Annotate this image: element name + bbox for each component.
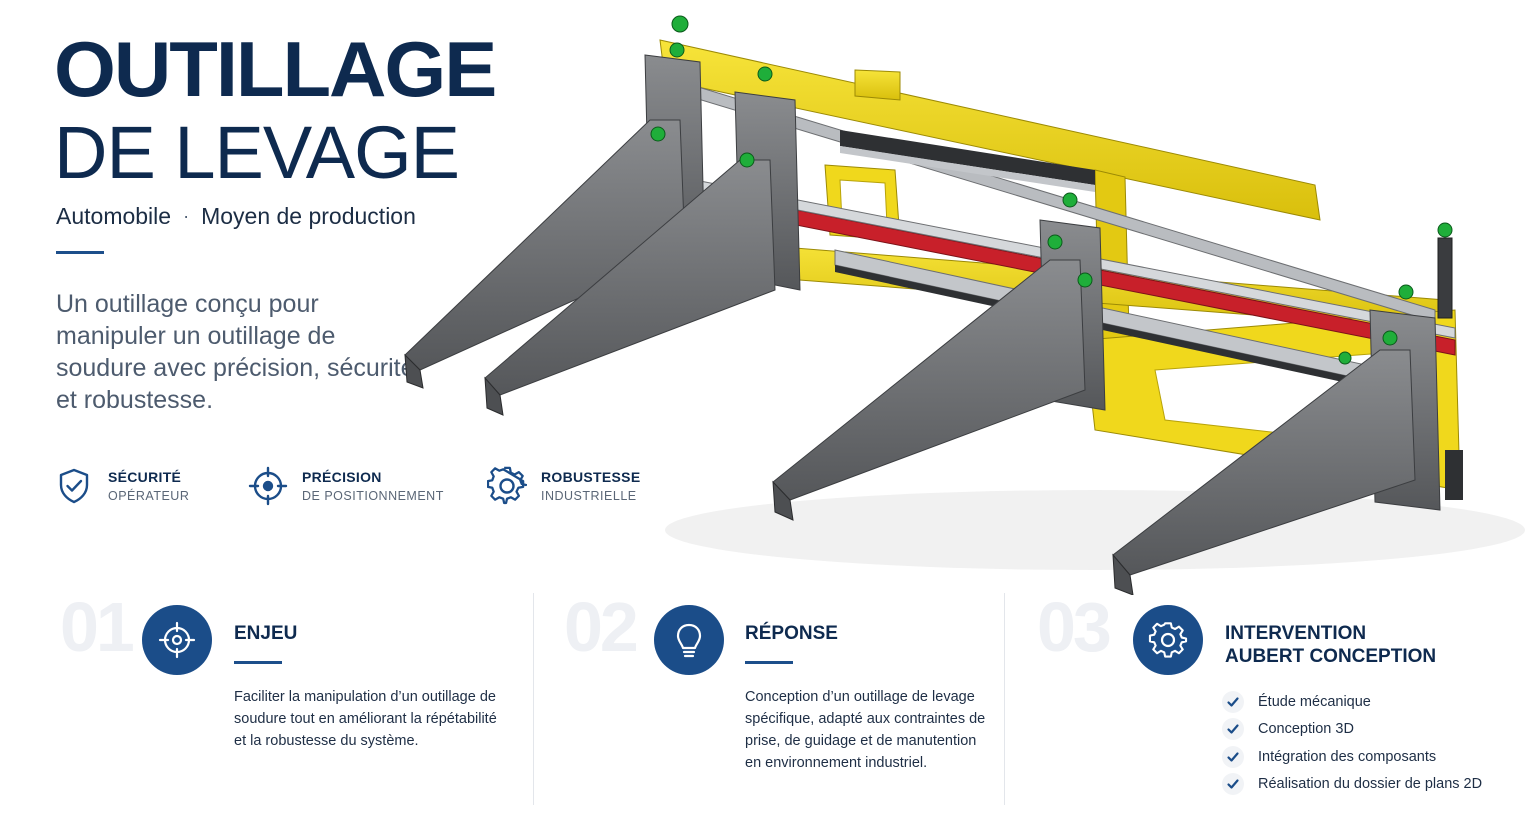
tag-line: Automobile · Moyen de production (56, 203, 416, 230)
section-title: RÉPONSE (745, 623, 838, 644)
title-accent-line (56, 251, 104, 254)
section-text: Conception d’un outillage de levage spéc… (745, 689, 986, 771)
gear-icon (1133, 605, 1203, 675)
section-title: INTERVENTION AUBERT CONCEPTION (1225, 622, 1436, 668)
section-text: Faciliter la manipulation d’un outillage… (234, 689, 497, 749)
list-item: Intégration des composants (1222, 743, 1482, 771)
target-icon (248, 466, 288, 506)
target-icon (142, 605, 212, 675)
feature-title: ROBUSTESSE (541, 469, 641, 485)
shield-check-icon (59, 468, 89, 504)
feature-precision: PRÉCISION DE POSITIONNEMENT (248, 466, 444, 506)
feature-securite: SÉCURITÉ OPÉRATEUR (54, 466, 189, 506)
section-divider (1004, 593, 1005, 805)
lightbulb-icon (654, 605, 724, 675)
feature-subtitle: DE POSITIONNEMENT (302, 489, 444, 503)
section-accent-line (234, 661, 282, 664)
check-icon (1222, 773, 1244, 796)
feature-robustesse: ROBUSTESSE INDUSTRIELLE (487, 466, 640, 506)
green-knobs (650, 15, 1453, 365)
section-accent-line (745, 661, 793, 664)
section-divider (533, 593, 534, 805)
list-item: Étude mécanique (1222, 688, 1482, 716)
list-item-label: Réalisation du dossier de plans 2D (1258, 776, 1483, 793)
check-icon (1222, 745, 1244, 768)
lifting-tool-illustration (404, 15, 1525, 595)
feature-subtitle: OPÉRATEUR (108, 489, 190, 503)
lead-paragraph: Un outillage conçu pour manipuler un out… (56, 290, 415, 414)
section-title: ENJEU (234, 623, 298, 644)
fork-arm-2 (484, 159, 776, 396)
list-item: Conception 3D (1222, 716, 1482, 744)
feature-subtitle: INDUSTRIELLE (541, 489, 637, 503)
tag-automobile: Automobile (56, 203, 172, 229)
tag-production: Moyen de production (201, 203, 416, 229)
section-intervention: 03 INTERVENTION AUBERT CONCEPTION (1005, 588, 1536, 805)
tag-separator: · (183, 206, 190, 226)
intervention-checklist: Étude mécanique Conception 3D Intégratio… (1222, 688, 1482, 798)
section-reponse: 02 RÉPONSE Conception d’un outillage de … (534, 588, 1004, 805)
page-title: OUTILLAGE (54, 25, 497, 113)
fork-arm-1 (404, 119, 686, 371)
check-icon (1222, 690, 1244, 713)
fork-arm-3 (772, 259, 1086, 501)
feature-title: SÉCURITÉ (108, 469, 182, 485)
fork-arm-4 (1112, 349, 1416, 576)
list-item-label: Conception 3D (1258, 721, 1354, 738)
section-enjeu: 01 ENJEU Faciliter la manipulation d’un … (0, 588, 533, 805)
list-item-label: Étude mécanique (1258, 693, 1371, 710)
section-title-line1: INTERVENTION (1225, 623, 1367, 644)
page-subtitle: DE LEVAGE (54, 111, 460, 194)
gear-icon (487, 466, 527, 505)
check-icon (1222, 718, 1244, 741)
section-number: 01 (60, 588, 135, 666)
feature-title: PRÉCISION (302, 469, 382, 485)
section-number: 02 (564, 588, 639, 666)
list-item: Réalisation du dossier de plans 2D (1222, 771, 1482, 799)
section-title-line2: AUBERT CONCEPTION (1225, 646, 1437, 667)
section-number: 03 (1037, 588, 1112, 666)
list-item-label: Intégration des composants (1258, 748, 1437, 765)
